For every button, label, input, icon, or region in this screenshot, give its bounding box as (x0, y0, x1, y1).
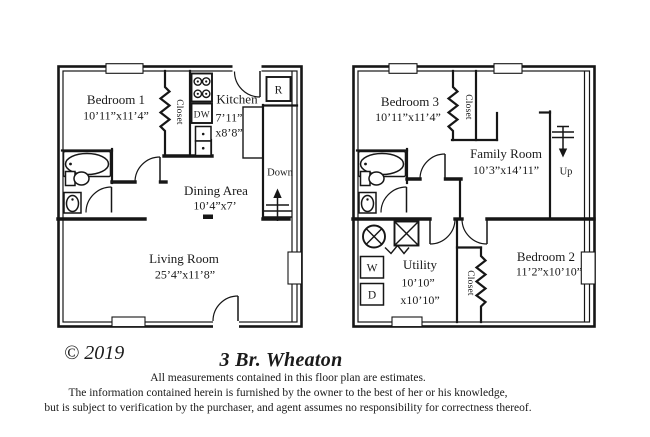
outer-wall (352, 65, 596, 328)
closet-label: Closet (463, 94, 473, 120)
refrigerator-box: R (265, 76, 292, 102)
closet-label: Closet (465, 270, 475, 296)
window (105, 63, 144, 74)
room-dims-kitchen-2: x8’8” (215, 126, 242, 140)
inner-wall (62, 70, 298, 323)
room-dims-family-room: 10’3”x14’11” (473, 163, 539, 177)
counter (242, 106, 264, 159)
bathroom-door (85, 186, 113, 213)
copyright: © 2019 (64, 342, 125, 364)
svg-text:DW: DW (194, 111, 210, 121)
room-dims-utility-1: 10’10” (401, 276, 434, 290)
wall-stub (203, 214, 213, 219)
room-dims-bedroom-3: 10’11”x11’4” (375, 110, 441, 124)
room-label-bedroom-1: Bedroom 1 (87, 92, 145, 107)
sink-icon (358, 191, 377, 214)
room-dims-bedroom-2: 11’2”x10’10” (516, 265, 582, 279)
bathroom-door (380, 186, 408, 213)
disclaimer-line: All measurements contained in this floor… (150, 372, 426, 384)
entry-door (233, 71, 261, 98)
room-dims-utility-2: x10’10” (400, 293, 439, 307)
stairs-up: Up (552, 125, 574, 178)
bedroom1-door (134, 156, 161, 183)
floor-plan-drawing: DW R Down Bedroom 1 10’11”x11’4” Closet … (56, 61, 596, 329)
bedroom2-door (461, 218, 488, 245)
disclaimer: All measurements contained in this floor… (0, 371, 576, 416)
stove-icon (190, 72, 213, 103)
stairs-up-label: Up (560, 167, 573, 178)
door-opening (213, 315, 239, 329)
room-dims-kitchen-1: 7’11” (216, 111, 243, 125)
room-label-family-room: Family Room (470, 146, 542, 161)
bathtub-icon (62, 150, 112, 178)
outer-wall (57, 65, 303, 328)
window (111, 316, 146, 328)
window (580, 251, 596, 285)
toilet-icon (359, 170, 385, 187)
disclaimer-line: but is subject to verification by the pu… (44, 402, 532, 414)
window (388, 63, 418, 74)
room-dims-bedroom-1: 10’11”x11’4” (83, 109, 149, 123)
right-floor-plan: W D Up Bedroom 3 10’11”x11’4” Closet Fam… (351, 63, 596, 328)
window (493, 63, 523, 74)
window (391, 316, 423, 328)
room-label-bedroom-3: Bedroom 3 (381, 94, 439, 109)
plan-title: 3 Br. Wheaton (219, 349, 343, 371)
left-floor-plan: DW R Down Bedroom 1 10’11”x11’4” Closet … (56, 61, 303, 329)
water-heater-icon (393, 220, 420, 247)
room-label-utility: Utility (403, 257, 437, 272)
laundry-tub-icon (362, 224, 386, 249)
dishwasher-box: DW (190, 102, 213, 124)
washer-box: W (359, 255, 385, 279)
stairs-down-label: Down (267, 168, 293, 179)
dryer-box: D (359, 282, 385, 306)
svg-text:D: D (368, 290, 376, 302)
room-dims-living-room: 25’4”x11’8” (155, 268, 215, 282)
svg-text:R: R (275, 85, 283, 97)
disclaimer-line: The information contained herein is furn… (68, 387, 508, 399)
stairs-up-arrow (558, 148, 568, 158)
living-room-entry-door (212, 295, 239, 322)
sink-icon (63, 191, 82, 214)
closet-bifold-wall (158, 69, 172, 158)
closet-bifold-wall (474, 246, 488, 324)
inner-wall (357, 70, 591, 323)
toilet-icon (64, 170, 90, 187)
window (287, 251, 303, 285)
bedroom3-door (419, 153, 446, 180)
kitchen-sink-icon (194, 125, 212, 157)
room-label-living-room: Living Room (149, 251, 219, 266)
room-label-kitchen: Kitchen (216, 92, 258, 107)
utility-door (429, 218, 456, 245)
closet-label: Closet (174, 99, 184, 125)
stairs-down-arrow (273, 188, 282, 198)
door-opening (232, 61, 262, 73)
room-dims-dining-area: 10’4”x7’ (193, 199, 236, 213)
closet-bifold-wall (446, 69, 460, 142)
accordion-door (384, 244, 410, 255)
svg-text:W: W (367, 263, 378, 275)
room-label-bedroom-2: Bedroom 2 (517, 249, 575, 264)
stairs-down: Down (262, 168, 294, 221)
room-label-dining-area: Dining Area (184, 183, 248, 198)
